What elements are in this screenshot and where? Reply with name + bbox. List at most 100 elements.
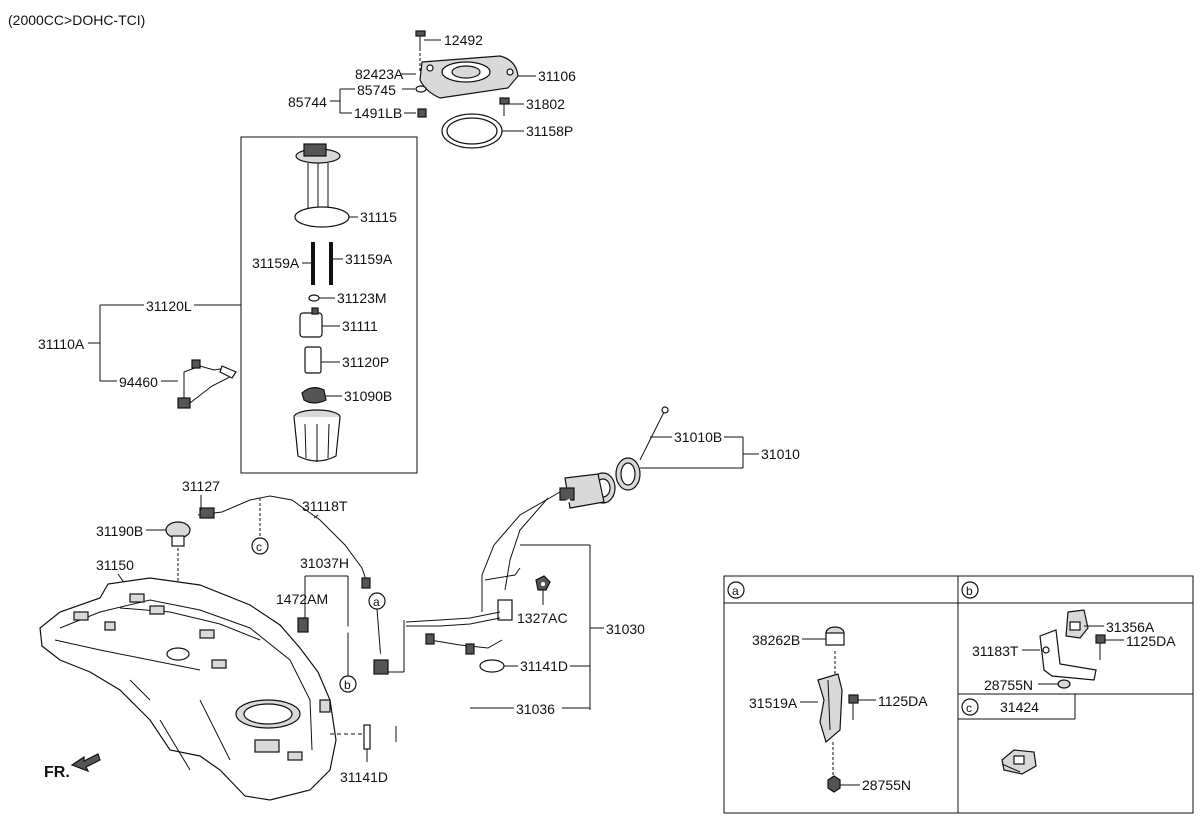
filler-pipe-end bbox=[497, 599, 513, 621]
label-94460[interactable]: 94460 bbox=[119, 374, 158, 390]
label-31106[interactable]: 31106 bbox=[538, 68, 576, 84]
inset-a-circle[interactable] bbox=[727, 581, 745, 599]
front-arrow-icon bbox=[70, 753, 101, 773]
pin-31141D-icon bbox=[363, 724, 371, 750]
filler-pipe-vent bbox=[504, 497, 549, 591]
nut-28755N-b-icon bbox=[1057, 679, 1071, 689]
label-85744[interactable]: 85744 bbox=[288, 94, 327, 110]
label-31159A-right[interactable]: 31159A bbox=[345, 251, 393, 267]
hose-31037H-fill bbox=[307, 618, 383, 662]
callout-c-label: c bbox=[256, 540, 262, 554]
label-31037H[interactable]: 31037H bbox=[300, 555, 349, 571]
inset-a-label: a bbox=[732, 584, 739, 598]
label-1125DA-a[interactable]: 1125DA bbox=[878, 693, 928, 709]
tether-end-icon bbox=[661, 406, 669, 414]
callout-c-circle[interactable] bbox=[251, 537, 269, 555]
label-31090B[interactable]: 31090B bbox=[344, 388, 392, 404]
label-31010B[interactable]: 31010B bbox=[674, 429, 722, 445]
filler-pipe-main bbox=[491, 499, 571, 610]
label-31519A[interactable]: 31519A bbox=[749, 695, 798, 711]
label-31111[interactable]: 31111 bbox=[342, 318, 378, 334]
label-31183T[interactable]: 31183T bbox=[972, 643, 1019, 659]
filler-neck-head-icon bbox=[559, 472, 616, 509]
label-31150[interactable]: 31150 bbox=[96, 557, 134, 573]
inset-c-circle[interactable] bbox=[961, 698, 979, 716]
front-marker: FR. bbox=[44, 764, 70, 781]
filter-31120P-icon bbox=[304, 346, 322, 374]
label-31036[interactable]: 31036 bbox=[516, 701, 555, 717]
vapor-line-upper bbox=[405, 611, 501, 623]
bracket-31183T-icon bbox=[1039, 629, 1097, 681]
valve-31190B-icon bbox=[165, 521, 191, 547]
bracket-31519A-icon bbox=[817, 673, 843, 744]
inset-b-label: b bbox=[966, 584, 973, 598]
callout-b-circle[interactable] bbox=[339, 675, 357, 693]
label-1327AC[interactable]: 1327AC bbox=[517, 610, 568, 626]
label-31190B[interactable]: 31190B bbox=[96, 523, 143, 539]
label-31356A[interactable]: 31356A bbox=[1106, 619, 1155, 635]
filler-bracket bbox=[484, 567, 521, 581]
label-31141D-bottom[interactable]: 31141D bbox=[340, 769, 388, 785]
label-82423A[interactable]: 82423A bbox=[355, 66, 404, 82]
leader-31118T bbox=[313, 514, 319, 519]
grommet-38262B-icon bbox=[825, 626, 845, 646]
label-31123M[interactable]: 31123M bbox=[337, 290, 387, 306]
fuel-tank-icon bbox=[39, 577, 337, 801]
label-31802[interactable]: 31802 bbox=[526, 96, 565, 112]
label-85745[interactable]: 85745 bbox=[357, 82, 396, 98]
cover-group: 12492 31106 82423A 85745 85744 1491LB bbox=[288, 30, 576, 149]
vapor-connector-2-icon bbox=[465, 643, 475, 655]
pump-flange-icon bbox=[295, 143, 341, 215]
nut-28755N-a-icon bbox=[827, 775, 841, 793]
label-31118T[interactable]: 31118T bbox=[302, 498, 348, 514]
callout-a-label: a bbox=[373, 595, 380, 609]
vent-end-icon bbox=[361, 577, 371, 589]
inset-b-circle[interactable] bbox=[961, 581, 979, 599]
label-31424[interactable]: 31424 bbox=[1000, 699, 1039, 715]
label-31158P[interactable]: 31158P bbox=[526, 123, 573, 139]
engine-note: (2000CC>DOHC-TCI) bbox=[8, 12, 145, 28]
label-1125DA-b[interactable]: 1125DA bbox=[1126, 633, 1176, 649]
sender-94460-icon bbox=[177, 359, 237, 409]
pump-motor-icon bbox=[299, 307, 323, 338]
label-31010[interactable]: 31010 bbox=[761, 446, 800, 462]
label-31127[interactable]: 31127 bbox=[182, 478, 220, 494]
label-31141D-mid[interactable]: 31141D bbox=[520, 658, 568, 674]
bolt-1125DA-b-icon bbox=[1095, 634, 1106, 660]
cover-plate-icon bbox=[419, 55, 519, 99]
ring-31123M-icon bbox=[308, 294, 320, 302]
filler-pipe-breather bbox=[481, 491, 561, 612]
label-38262B[interactable]: 38262B bbox=[752, 632, 800, 648]
vent-connector-icon bbox=[199, 507, 215, 519]
oring-31115-icon bbox=[294, 206, 350, 228]
tank-group: 31127 31118T c 31190B 31150 31037H 1472A… bbox=[39, 478, 389, 801]
callout-b-label: b bbox=[344, 678, 351, 692]
gasket-31158P-icon bbox=[441, 113, 503, 149]
label-31030[interactable]: 31030 bbox=[606, 621, 645, 637]
washer-85745-icon bbox=[415, 85, 427, 93]
inset-c-label: c bbox=[966, 701, 972, 715]
label-12492[interactable]: 12492 bbox=[444, 32, 483, 48]
inset-table: a 38262B 31519A 1125DA 28755N b bbox=[723, 575, 1194, 814]
label-1472AM[interactable]: 1472AM bbox=[276, 591, 328, 607]
pump-assembly-group: 31115 31159A 31159A 31123M 31111 31120P … bbox=[240, 136, 418, 474]
label-31115[interactable]: 31115 bbox=[360, 209, 397, 225]
clip-31356A-icon bbox=[1065, 609, 1089, 639]
filler-cap-icon bbox=[615, 457, 641, 491]
clamp-1472AM-icon bbox=[297, 617, 309, 633]
label-31110A[interactable]: 31110A bbox=[38, 336, 85, 352]
part-31090B-icon bbox=[301, 387, 327, 404]
label-31120L[interactable]: 31120L bbox=[146, 298, 192, 314]
label-28755N-b[interactable]: 28755N bbox=[984, 677, 1033, 693]
connector-31037H-icon bbox=[373, 659, 389, 675]
label-31120P[interactable]: 31120P bbox=[342, 354, 389, 370]
label-1491LB[interactable]: 1491LB bbox=[354, 105, 402, 121]
reservoir-cup-icon bbox=[293, 409, 341, 462]
clip-1491LB-icon bbox=[417, 108, 427, 118]
label-28755N-a[interactable]: 28755N bbox=[862, 777, 911, 793]
label-31159A-left[interactable]: 31159A bbox=[252, 255, 300, 271]
vent-line-31118T bbox=[197, 495, 367, 581]
bolt-31802-icon bbox=[499, 97, 510, 116]
leader-callout-a bbox=[376, 608, 382, 661]
